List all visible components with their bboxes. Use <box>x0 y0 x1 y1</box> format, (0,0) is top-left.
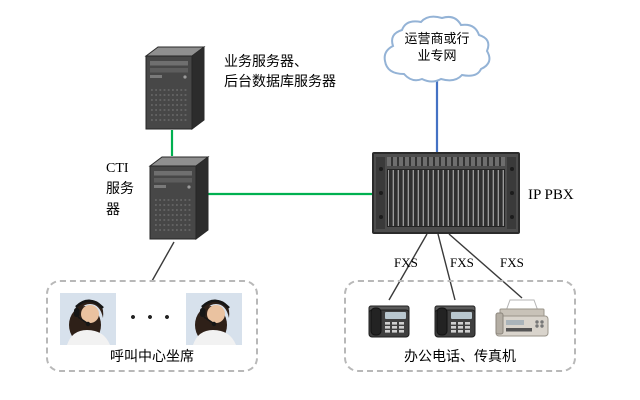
cti-server-label-line2: 服务 <box>106 182 134 197</box>
office-label: 办公电话、传真机 <box>404 350 516 365</box>
fax-machine-icon <box>494 298 550 340</box>
ippbx-top-vents <box>387 157 505 166</box>
ippbx-icon <box>372 152 520 234</box>
call-center-label: 呼叫中心坐席 <box>110 350 194 365</box>
cloud-label: 运营商或行 业专网 <box>386 30 488 64</box>
cti-server-icon <box>146 154 212 242</box>
call-center-group-box: 呼叫中心坐席 <box>46 280 258 372</box>
cloud-label-line1: 运营商或行 <box>404 31 470 46</box>
office-group-box: 办公电话、传真机 <box>344 280 576 372</box>
business-server-label: 业务服务器、 后台数据库服务器 <box>224 53 336 93</box>
ellipsis-dots: • • • <box>130 310 174 326</box>
cti-callcenter-link <box>151 241 175 282</box>
ippbx-card-slots <box>387 169 505 227</box>
ippbx-label: IP PBX <box>528 187 574 203</box>
fxs-label-2: FXS <box>450 255 474 270</box>
office-phone-2-icon <box>432 300 478 340</box>
cti-server-label-line1: CTI <box>106 161 129 176</box>
cloud-label-line2: 业专网 <box>417 48 457 63</box>
ippbx-rack-ear-left <box>376 157 385 229</box>
cloud-icon <box>383 15 491 83</box>
call-center-agent-2-icon <box>186 293 242 345</box>
business-server-label-line1: 业务服务器、 <box>224 55 308 70</box>
cti-server-label-line3: 器 <box>106 203 120 218</box>
business-server-icon <box>142 44 208 132</box>
office-phone-1-icon <box>366 300 412 340</box>
call-center-agent-1-icon <box>60 293 116 345</box>
fxs-label-3: FXS <box>500 255 524 270</box>
fxs-label-1: FXS <box>394 255 418 270</box>
business-server-label-line2: 后台数据库服务器 <box>224 75 336 90</box>
cti-server-label: CTI 服务 器 <box>106 158 134 221</box>
ippbx-rack-ear-right <box>507 157 516 229</box>
